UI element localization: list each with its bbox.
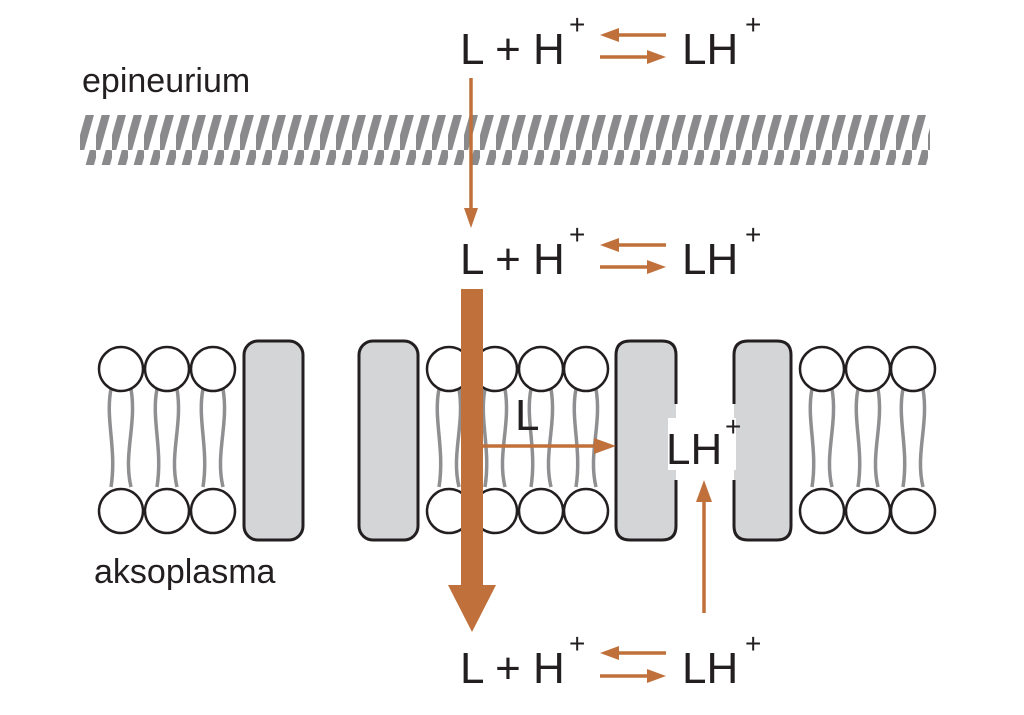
membrane-diffusion-arrow bbox=[461, 289, 483, 587]
svg-text:L + H: L + H bbox=[460, 644, 565, 693]
svg-text:+: + bbox=[569, 9, 585, 40]
svg-text:+: + bbox=[745, 219, 761, 250]
equilibrium-arrows-top bbox=[600, 28, 666, 64]
svg-text:LH: LH bbox=[682, 644, 738, 693]
svg-text:+: + bbox=[569, 628, 585, 659]
equilibrium-arrows-bottom bbox=[600, 646, 666, 683]
equilibrium-arrows-middle bbox=[600, 238, 666, 274]
diffusion-arrows bbox=[448, 78, 712, 632]
lipid-bilayer-middle bbox=[425, 345, 610, 535]
channel-inner-label: L bbox=[515, 391, 539, 440]
equation-middle: L + H + LH + bbox=[460, 219, 761, 284]
svg-text:+: + bbox=[745, 628, 761, 659]
svg-text:L + H: L + H bbox=[460, 25, 565, 74]
svg-text:LH: LH bbox=[682, 25, 738, 74]
equation-top: L + H + LH + bbox=[460, 9, 761, 74]
aksoplasma-label: aksoplasma bbox=[94, 553, 276, 591]
membrane-protein-left bbox=[242, 339, 305, 542]
svg-text:L + H: L + H bbox=[460, 235, 565, 284]
membrane-protein-center bbox=[357, 339, 420, 542]
svg-text:+: + bbox=[745, 9, 761, 40]
sodium-channel bbox=[614, 339, 793, 542]
lipid-bilayer-right bbox=[798, 345, 937, 535]
channel-pore-label: LH bbox=[666, 425, 722, 474]
equation-bottom: L + H + LH + bbox=[460, 628, 761, 693]
epineurium-layer bbox=[80, 115, 930, 165]
channel-pore-label-sup: + bbox=[725, 411, 741, 442]
epineurium-label: epineurium bbox=[82, 62, 250, 100]
svg-text:+: + bbox=[569, 219, 585, 250]
svg-text:LH: LH bbox=[682, 235, 738, 284]
lipid-bilayer-left bbox=[97, 345, 237, 535]
